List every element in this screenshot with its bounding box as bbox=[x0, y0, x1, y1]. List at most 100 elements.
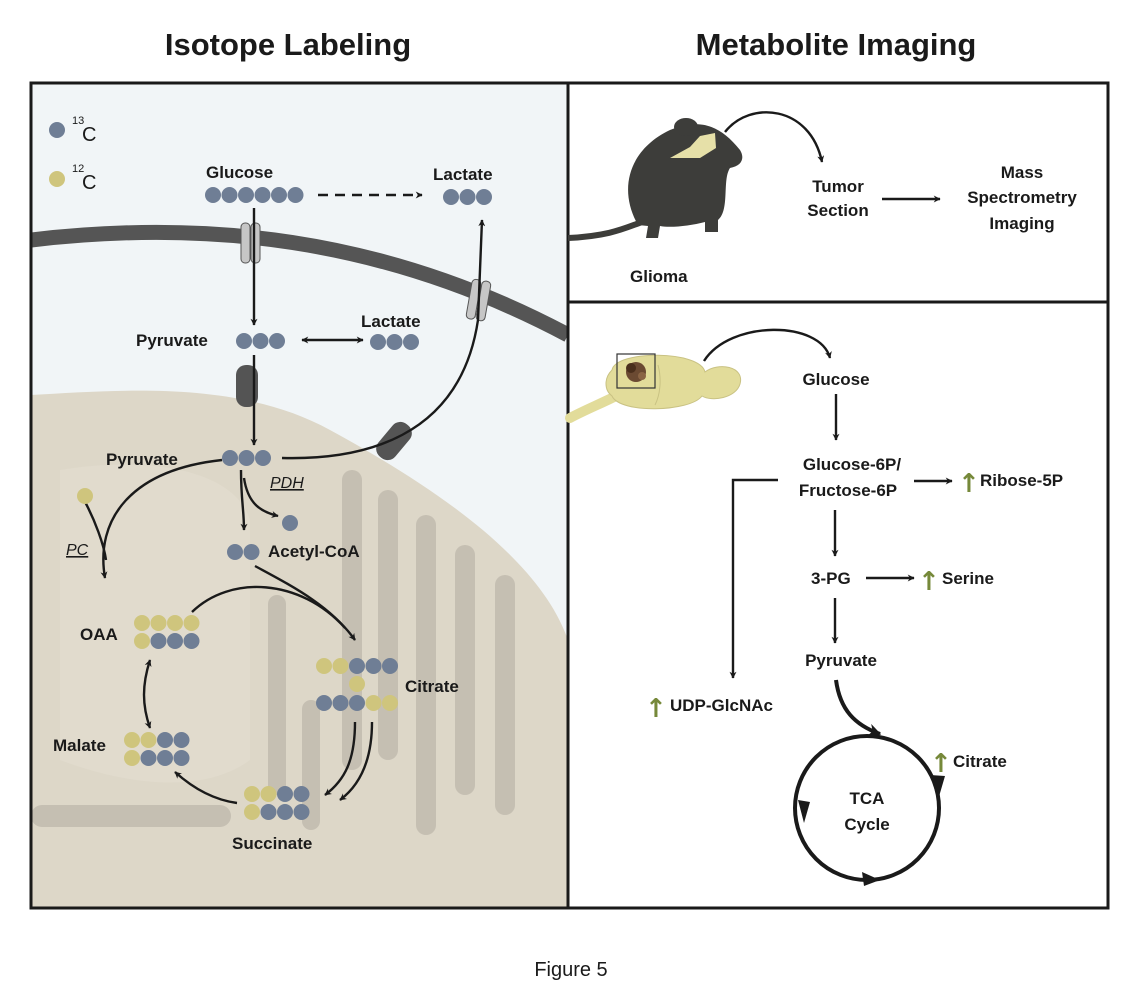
glucose-carbon bbox=[254, 187, 271, 203]
citrate-bottom-carbon bbox=[332, 695, 349, 711]
oaa-top-carbon bbox=[134, 615, 150, 631]
citrate-bottom-carbon bbox=[349, 695, 365, 711]
malate-bottom-carbon bbox=[124, 750, 140, 766]
ribose-node: Ribose-5P bbox=[980, 471, 1063, 490]
citrate-label: Citrate bbox=[405, 677, 459, 696]
serine-up-arrow: ↑ bbox=[918, 567, 940, 597]
malate-bottom-carbon bbox=[157, 750, 173, 766]
mass-label: Mass bbox=[1001, 163, 1044, 182]
udp-glcnac-node: UDP-GlcNAc bbox=[670, 696, 773, 715]
pyruvate-mito-carbon bbox=[238, 450, 255, 466]
imaging-label: Imaging bbox=[989, 214, 1054, 233]
succinate-top-carbon bbox=[293, 786, 310, 802]
oaa-bottom-carbon bbox=[167, 633, 183, 649]
malate-bottom-carbon bbox=[173, 750, 190, 766]
c12-superscript: 12 bbox=[72, 163, 84, 175]
mitochondrial-pyruvate-carrier bbox=[236, 365, 258, 407]
oaa-bottom-carbon bbox=[183, 633, 200, 649]
tumor-box bbox=[616, 353, 656, 389]
pyruvate-to-oaa-arrow bbox=[100, 458, 223, 579]
serine-node: Serine bbox=[942, 569, 994, 588]
succinate-top-carbon bbox=[244, 786, 260, 802]
lactate-out-carbon bbox=[443, 189, 459, 205]
oaa-top-carbon bbox=[183, 615, 200, 631]
succinate-to-malate-arrow bbox=[174, 771, 238, 805]
section-label: Section bbox=[807, 201, 868, 220]
glucose-carbon bbox=[238, 187, 254, 203]
succinate-bottom-carbon bbox=[244, 804, 260, 820]
udp-up-arrow: ↑ bbox=[645, 694, 667, 724]
lactate-cyto-carbon bbox=[370, 334, 386, 350]
g6p-node: Glucose-6P/ bbox=[803, 455, 902, 474]
oaa-bottom-carbon bbox=[150, 633, 167, 649]
glucose-carbon bbox=[287, 187, 304, 203]
pyruvate-mito-carbon bbox=[255, 450, 271, 466]
lactate-out-label: Lactate bbox=[433, 165, 493, 184]
pdh-co2-carbon bbox=[282, 515, 298, 531]
cycle-label: Cycle bbox=[844, 815, 889, 834]
brain-to-glucose-arrow bbox=[702, 328, 832, 362]
lactate-cyto-label: Lactate bbox=[361, 312, 421, 331]
mouse-panel: Tumor Section Mass Spectrometry Imaging … bbox=[566, 81, 1110, 304]
lactate-out-carbon bbox=[476, 189, 492, 205]
succinate-label: Succinate bbox=[232, 834, 312, 853]
3pg-node: 3-PG bbox=[811, 569, 851, 588]
succinate-bottom-carbon bbox=[260, 804, 277, 820]
malate-oaa-arrow bbox=[142, 659, 152, 729]
pyruvate-cyto-carbon bbox=[269, 333, 285, 349]
citrate-top-carbon bbox=[316, 658, 332, 674]
glucose-carbon bbox=[205, 187, 221, 203]
oaa-top-carbon bbox=[150, 615, 167, 631]
succinate-top-carbon bbox=[260, 786, 277, 802]
glucose-transporter bbox=[240, 222, 251, 264]
cristae bbox=[31, 470, 515, 835]
isotope-labeling-title: Isotope Labeling bbox=[165, 27, 411, 62]
citrate-to-succinate-arrow bbox=[324, 721, 357, 796]
lactate-cyto-carbon bbox=[403, 334, 419, 350]
pdh-label: PDH bbox=[270, 475, 304, 492]
acetyl-coa-carbon bbox=[243, 544, 260, 560]
pyruvate-cyto-carbon bbox=[252, 333, 269, 349]
pyruvate-node: Pyruvate bbox=[805, 651, 877, 670]
cell-membrane bbox=[31, 224, 568, 342]
citrate-up-arrow: ↑ bbox=[930, 749, 952, 779]
succinate-bottom-carbon bbox=[293, 804, 310, 820]
pyruvate-mito-label: Pyruvate bbox=[106, 450, 178, 469]
citrate-top-carbon bbox=[349, 658, 365, 674]
pyruvate-mito-carbon bbox=[222, 450, 238, 466]
metabolic-pathway-panel: Glucose Glucose-6P/ Fructose-6P ↑ Ribose… bbox=[565, 300, 1110, 910]
citrate-bottom-carbon bbox=[365, 695, 382, 711]
oaa-to-citrate-arrow bbox=[191, 585, 346, 629]
glucose-node: Glucose bbox=[802, 370, 869, 389]
pyruvate-cyto-carbon bbox=[236, 333, 252, 349]
glioma-label: Glioma bbox=[630, 267, 688, 286]
pc-label: PC bbox=[66, 542, 89, 559]
g6p-to-udp-arrow bbox=[729, 478, 778, 679]
malate-top-carbon bbox=[140, 732, 157, 748]
oaa-bottom-carbon bbox=[134, 633, 150, 649]
c13-label: C bbox=[82, 124, 96, 146]
mouse-illustration bbox=[568, 118, 743, 241]
succinate-top-carbon bbox=[277, 786, 293, 802]
malate-label: Malate bbox=[53, 736, 106, 755]
brain-illustration bbox=[565, 353, 741, 423]
citrate-bottom-carbon bbox=[316, 695, 332, 711]
glucose-label: Glucose bbox=[206, 163, 273, 182]
citrate-top-carbon bbox=[332, 658, 349, 674]
succinate-bottom-carbon bbox=[277, 804, 293, 820]
pc-co2-carbon bbox=[77, 488, 93, 504]
acetyl-to-citrate-arrow bbox=[254, 564, 356, 641]
citrate-top-carbon bbox=[382, 658, 398, 674]
tca-label: TCA bbox=[850, 789, 885, 808]
lactate-export-arrow bbox=[281, 219, 486, 460]
mitochondrial-transporter bbox=[376, 421, 412, 461]
malate-top-carbon bbox=[124, 732, 140, 748]
oaa-top-carbon bbox=[167, 615, 183, 631]
malate-bottom-carbon bbox=[140, 750, 157, 766]
figure-caption: Figure 5 bbox=[534, 959, 607, 981]
oaa-label: OAA bbox=[80, 625, 118, 644]
glucose-carbon bbox=[271, 187, 287, 203]
glucose-carbon bbox=[221, 187, 238, 203]
c13-superscript: 13 bbox=[72, 115, 84, 127]
